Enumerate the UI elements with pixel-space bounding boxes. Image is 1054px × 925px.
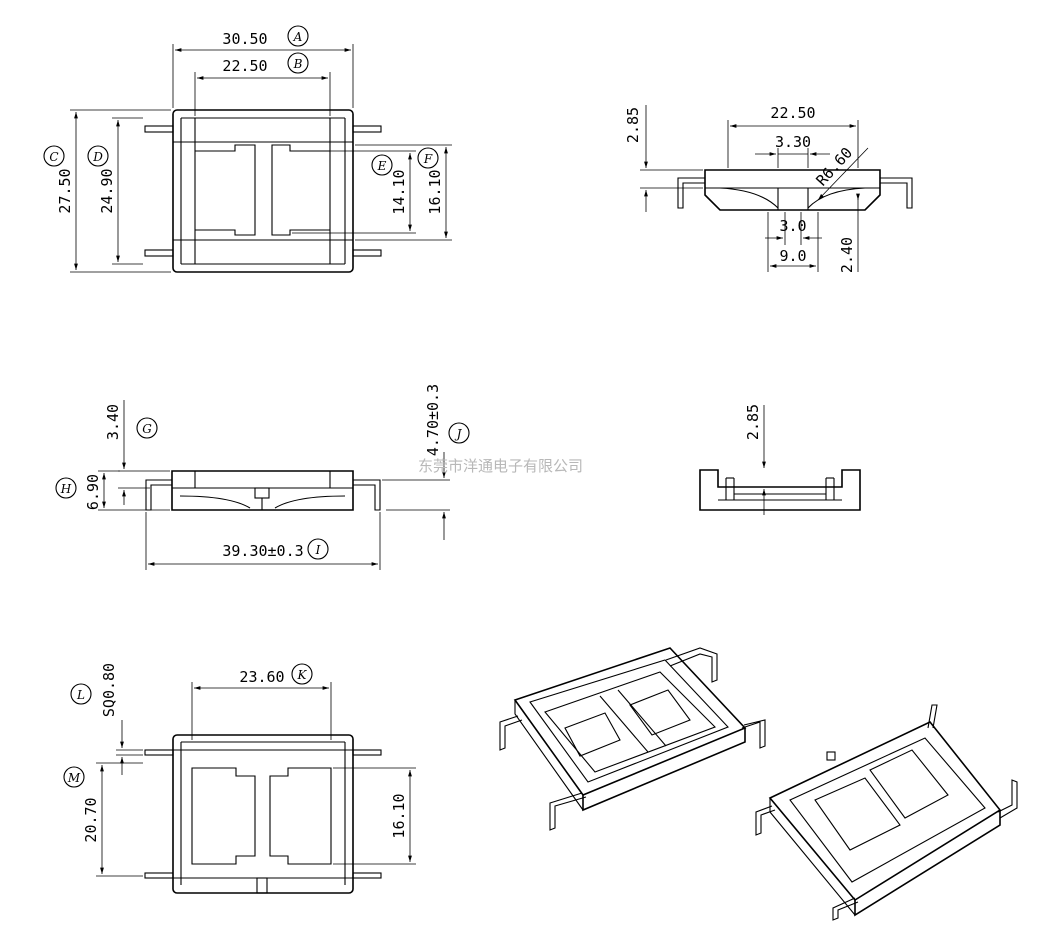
dim-F-value: 16.10 (426, 169, 444, 214)
dim-depth-value: 2.40 (838, 237, 856, 273)
label-L: L (76, 688, 85, 702)
label-E: E (377, 159, 387, 173)
label-F: F (423, 152, 433, 166)
dim-height-value: 2.85 (624, 107, 642, 143)
label-G: G (142, 422, 152, 436)
dim-C-value: 27.50 (56, 168, 74, 213)
top-view: 30.50 A 22.50 B 27.50 C 24.90 D 14.10 E (43, 25, 452, 273)
dim-B-value: 22.50 (222, 57, 267, 75)
dim-base-value: 9.0 (779, 247, 806, 265)
front-view: 3.40 G 6.90 H 4.70±0.3 J 39.30±0.3 I (55, 384, 470, 570)
side-section-view: 22.50 3.30 R6.60 2.85 3.0 9.0 2.40 (624, 104, 913, 273)
end-view: 2.85 (699, 404, 861, 515)
dim-G-value: 3.40 (104, 404, 122, 440)
label-M: M (67, 771, 81, 785)
dim-M-value: 20.70 (82, 797, 100, 842)
label-C: C (49, 150, 58, 164)
label-A: A (293, 30, 303, 44)
label-D: D (92, 150, 103, 164)
dim-D-value: 24.90 (98, 168, 116, 213)
end-dim-height-value: 2.85 (744, 404, 762, 440)
dim-H-value: 6.90 (84, 474, 102, 510)
label-J: J (454, 427, 463, 441)
dim-E-value: 14.10 (390, 169, 408, 214)
dim-J-value: 4.70±0.3 (424, 384, 442, 456)
label-H: H (60, 482, 72, 496)
watermark-text: 东莞市洋通电子有限公司 (418, 457, 583, 475)
label-I: I (315, 543, 321, 557)
dim-window-value: 16.10 (390, 793, 408, 838)
label-K: K (297, 668, 308, 682)
dim-width-value: 22.50 (770, 104, 815, 122)
dim-I-value: 39.30±0.3 (222, 542, 303, 560)
dim-K-value: 23.60 (239, 668, 284, 686)
dim-slot-value: 3.0 (779, 217, 806, 235)
dim-L-value: SQ0.80 (100, 663, 118, 717)
bottom-view: 23.60 K SQ0.80 L 20.70 M 16.10 (63, 663, 416, 894)
isometric-view-top (499, 647, 766, 831)
dim-A-value: 30.50 (222, 30, 267, 48)
isometric-view-bottom (755, 704, 1018, 921)
label-B: B (293, 57, 303, 71)
dim-center-value: 3.30 (775, 133, 811, 151)
